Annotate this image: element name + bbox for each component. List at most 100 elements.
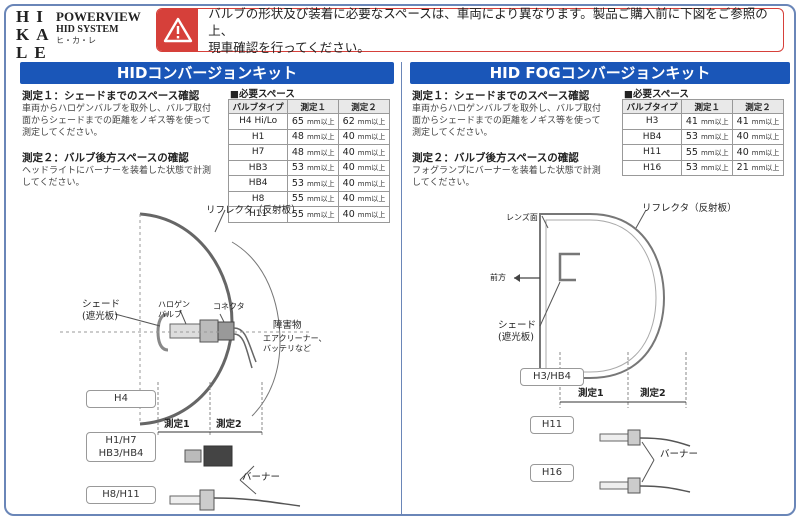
measure-cell: 21 mm以上 — [732, 159, 784, 176]
measure-cell: 48 mm以上 — [287, 128, 340, 145]
bulb-type-cell: H4 Hi/Lo — [227, 113, 289, 130]
step-1: 測定１：シェードまでのスペース確認 車両からハロゲンバルブを取外し、バルブ取付 … — [412, 90, 622, 139]
bulb-label-h4: H4 — [86, 390, 156, 408]
step-title: 測定１：シェードまでのスペース確認 — [22, 90, 200, 102]
warning-line-1: バルブの形状及び装着に必要なスペースは、車両により異なります。製品ご購入前に下図… — [208, 5, 768, 38]
reflector-label: リフレクタ（反射板） — [206, 205, 301, 216]
front-label: 前方 — [490, 273, 506, 282]
measure-value: 55 — [291, 193, 304, 205]
measure-cell: 55 mm以上 — [681, 144, 734, 161]
measure-unit: mm以上 — [700, 117, 729, 126]
measure-unit: mm以上 — [306, 133, 335, 142]
shade-text-2: (遮光板) — [498, 332, 534, 343]
step-2: 測定２：バルブ後方スペースの確認 フォグランプにバーナーを装着した状態で計測 し… — [412, 152, 622, 189]
halogen-label: ハロゲン バルブ — [158, 300, 190, 320]
obstacle-desc: エアクリーナー、 バッテリなど — [263, 334, 327, 354]
measure-value: 21 — [736, 162, 749, 174]
bulb-text-2: HB3/HB4 — [98, 448, 144, 459]
step-title: 測定１：シェードまでのスペース確認 — [412, 90, 590, 102]
measure-unit: mm以上 — [306, 179, 335, 188]
measure-unit: mm以上 — [751, 148, 780, 157]
bulb-label-h3-hb4: H3/HB4 — [520, 368, 584, 386]
product-name: POWERVIEW — [56, 9, 141, 24]
warning-line-2: 現車確認を行ってください。 — [208, 39, 370, 55]
measure-cell: 40 mm以上 — [732, 128, 784, 145]
measure-value: 62 — [342, 115, 355, 127]
measure-unit: mm以上 — [700, 133, 729, 142]
measure-value: 65 — [291, 115, 304, 127]
section-title: HIDコンバージョンキット — [20, 62, 394, 84]
table-header: 測定１ — [287, 99, 340, 114]
measure-unit: mm以上 — [700, 148, 729, 157]
step-desc: 車両からハロゲンバルブを取外し、バルブ取付 — [22, 104, 212, 114]
shade-label: シェード (遮光板) — [82, 299, 120, 323]
step-desc: 測定してください。 — [412, 128, 493, 138]
product-sub: HID SYSTEM — [56, 24, 119, 35]
bulb-type-cell: H3 — [621, 113, 683, 130]
measure-value: 40 — [342, 193, 355, 205]
step-title: 測定２：バルブ後方スペースの確認 — [22, 152, 189, 164]
step-desc: フォグランプにバーナーを装着した状態で計測 — [412, 166, 601, 176]
measure-unit: mm以上 — [357, 148, 386, 157]
measure-value: 53 — [685, 162, 698, 174]
measure-cell: 53 mm以上 — [681, 128, 734, 145]
connector-label: コネクタ — [213, 302, 245, 311]
measure-value: 40 — [342, 146, 355, 158]
measure-value: 40 — [736, 131, 749, 143]
shade-label: シェード (遮光板) — [498, 320, 536, 344]
measure-cell: 40 mm以上 — [732, 144, 784, 161]
step-1: 測定１：シェードまでのスペース確認 車両からハロゲンバルブを取外し、バルブ取付 … — [22, 90, 232, 139]
measure-cell: 53 mm以上 — [681, 159, 734, 176]
measure-2-label: 測定2 — [640, 388, 666, 399]
measure-value: 53 — [291, 162, 304, 174]
measure-value: 55 — [685, 146, 698, 158]
measure-cell: 62 mm以上 — [338, 113, 390, 130]
measure-cell: 40 mm以上 — [338, 159, 390, 176]
obstacle-desc-1: エアクリーナー、 — [263, 334, 327, 343]
bulb-label-h1-h7: H1/H7 HB3/HB4 — [86, 432, 156, 462]
obstacle-label: 障害物 — [273, 320, 302, 331]
measure-unit: mm以上 — [751, 117, 780, 126]
measure-unit: mm以上 — [357, 195, 386, 204]
measure-unit: mm以上 — [357, 117, 386, 126]
measure-cell: 40 mm以上 — [338, 144, 390, 161]
step-desc: 面からシェードまでの距離をノギス等を使って — [22, 116, 211, 126]
measure-cell: 41 mm以上 — [732, 113, 784, 130]
measure-cell: 41 mm以上 — [681, 113, 734, 130]
measure-value: 40 — [342, 208, 355, 220]
table-header: 測定１ — [681, 99, 734, 114]
measure-unit: mm以上 — [357, 210, 386, 219]
warning-banner: バルブの形状及び装着に必要なスペースは、車両により異なります。製品ご購入前に下図… — [156, 5, 784, 55]
measure-unit: mm以上 — [306, 117, 335, 126]
bulb-label-h11: H11 — [530, 416, 574, 434]
measure-value: 48 — [291, 131, 304, 143]
headlight-diagram — [60, 209, 310, 511]
halogen-text: ハロゲン — [158, 300, 190, 309]
measure-unit: mm以上 — [306, 195, 335, 204]
logo-line: LE — [16, 43, 53, 62]
table-header: バルブタイプ — [227, 99, 289, 114]
measure-2-label: 測定2 — [216, 419, 242, 430]
measure-cell: 53 mm以上 — [287, 175, 340, 192]
table-header: 測定２ — [732, 99, 784, 114]
measure-unit: mm以上 — [700, 164, 729, 173]
bulb-label-h16: H16 — [530, 464, 574, 482]
burner-label: バーナー — [242, 472, 281, 483]
step-desc: してください。 — [412, 178, 475, 188]
step-2: 測定２：バルブ後方スペースの確認 ヘッドライトにバーナーを装着した状態で計測 し… — [22, 152, 232, 189]
product-name-block: POWERVIEW HID SYSTEM ヒ・カ・レ — [56, 10, 141, 46]
brand-logo: HI KA LE — [16, 8, 56, 62]
measure-unit: mm以上 — [306, 164, 335, 173]
step-title: 測定２：バルブ後方スペースの確認 — [412, 152, 579, 164]
shade-text: シェード — [498, 320, 537, 331]
product-kana: ヒ・カ・レ — [56, 36, 96, 45]
measure-cell: 40 mm以上 — [338, 206, 390, 223]
